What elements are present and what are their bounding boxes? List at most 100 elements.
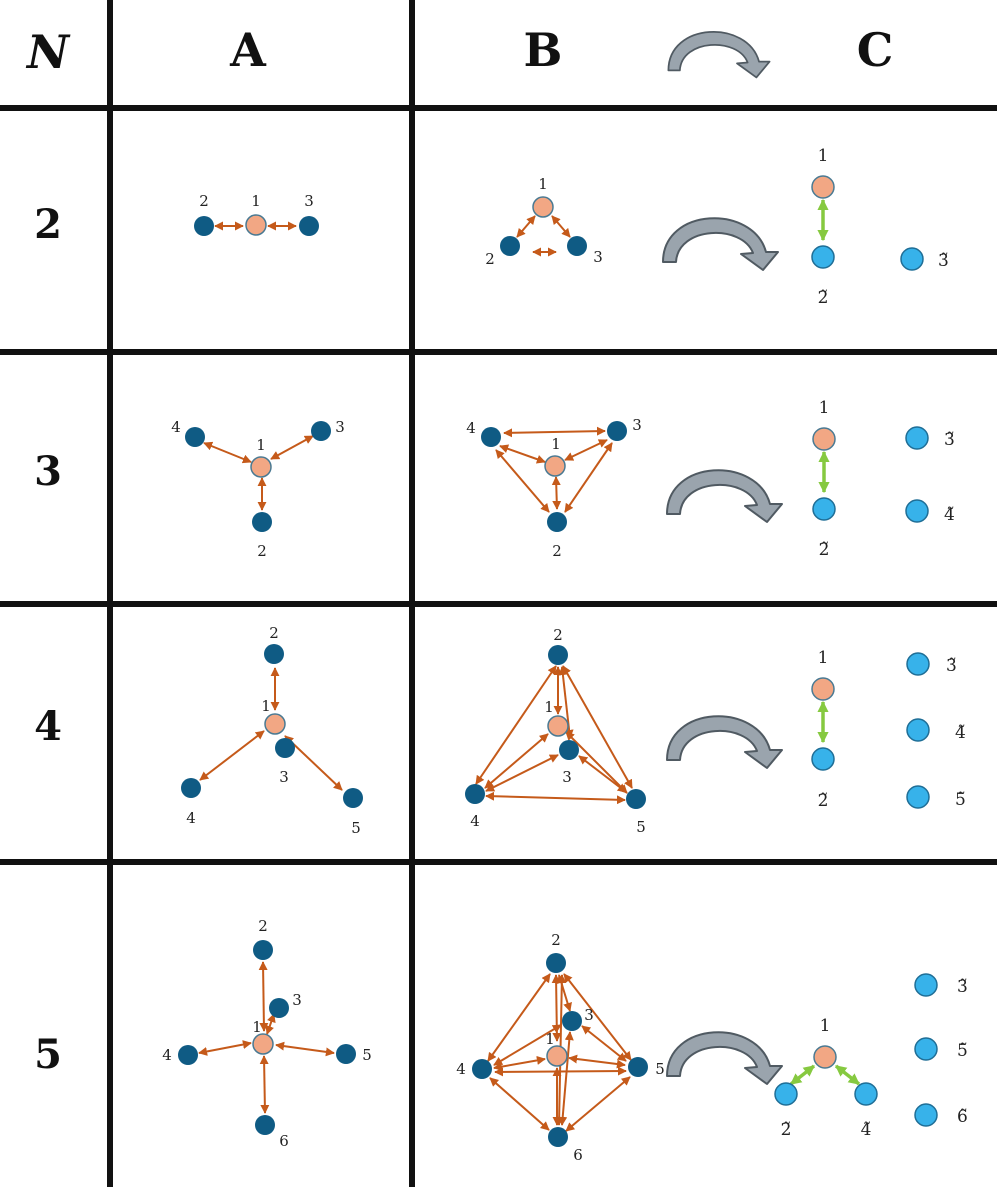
edge bbox=[493, 1055, 546, 1072]
node-label: 5 bbox=[655, 1060, 665, 1078]
dark-node bbox=[269, 998, 289, 1018]
node-label: 2̃ bbox=[818, 791, 829, 811]
center-node bbox=[544, 455, 566, 477]
row-n2: 2 1 3 1 2 3 1 2̃ 3̃ bbox=[194, 146, 949, 308]
node-label: 5̃ bbox=[957, 1041, 968, 1061]
dark-node bbox=[547, 512, 567, 532]
edge bbox=[564, 439, 608, 461]
light-node bbox=[914, 1103, 938, 1127]
node-label: 3 bbox=[279, 768, 289, 786]
node-label: 3 bbox=[562, 768, 572, 786]
row-n3-graph-b: 4 1 3 2 bbox=[466, 416, 642, 560]
dark-node bbox=[253, 940, 273, 960]
row-label-n2: 2 bbox=[34, 201, 62, 248]
node-label: 1 bbox=[551, 435, 561, 453]
curved-arrow-icon bbox=[662, 217, 779, 271]
row-n4: 2 1 3 4 5 2 1 3 4 5 bbox=[181, 624, 966, 837]
edge bbox=[485, 754, 559, 792]
curved-arrow-icon bbox=[666, 1031, 783, 1085]
header-n: N bbox=[25, 25, 71, 79]
node-label: 1 bbox=[251, 192, 261, 210]
node-label: 2̃ bbox=[819, 540, 830, 560]
curved-arrow-icon bbox=[667, 30, 771, 79]
edge bbox=[475, 665, 557, 785]
curved-arrow-icon bbox=[666, 715, 783, 769]
row-labels: 2 3 4 5 bbox=[34, 201, 62, 1078]
node-label: 4 bbox=[162, 1046, 172, 1064]
dark-node bbox=[472, 1059, 492, 1079]
dark-node bbox=[185, 427, 205, 447]
row-n5-graph-a: 2 3 1 4 5 6 bbox=[162, 917, 372, 1150]
row-n4-graph-c: 1 2̃ 3̃ 4̃ 5̃ bbox=[811, 648, 966, 811]
node-label: 3 bbox=[335, 418, 345, 436]
header-row: N A B C bbox=[25, 23, 893, 79]
center-node bbox=[546, 1045, 568, 1067]
dark-node bbox=[607, 421, 627, 441]
edge bbox=[265, 1013, 276, 1035]
node-label: 3̃ bbox=[946, 656, 957, 676]
dark-node bbox=[626, 789, 646, 809]
light-node bbox=[914, 973, 938, 997]
edge bbox=[551, 476, 562, 510]
row-label-n4: 4 bbox=[34, 703, 62, 750]
green-edge bbox=[834, 1064, 861, 1086]
edge bbox=[259, 1055, 270, 1114]
edge bbox=[568, 1054, 626, 1069]
node-label: 3 bbox=[584, 1006, 594, 1024]
edge bbox=[565, 1076, 631, 1132]
row-n3-graph-c: 1 2̃ 3̃ 4̃ bbox=[812, 398, 955, 560]
row-n2-graph-a: 2 1 3 bbox=[194, 192, 319, 236]
dark-node bbox=[559, 740, 579, 760]
edge bbox=[499, 444, 546, 464]
node-label: 2 bbox=[485, 250, 495, 268]
edge bbox=[551, 215, 571, 238]
row-n5-graph-b: 2 3 1 4 5 6 bbox=[456, 931, 665, 1164]
edge bbox=[270, 435, 314, 460]
dark-node bbox=[465, 784, 485, 804]
dark-node bbox=[628, 1057, 648, 1077]
row-n5-graph-c: 1 2̃ 4̃ 3̃ 5̃ 6̃ bbox=[774, 973, 968, 1140]
center-node bbox=[812, 427, 836, 451]
node-label: 1 bbox=[261, 697, 271, 715]
edge bbox=[487, 973, 551, 1062]
header-col-b: B bbox=[524, 23, 563, 77]
edge bbox=[564, 442, 613, 513]
row-label-n3: 3 bbox=[34, 448, 62, 495]
light-node bbox=[811, 245, 835, 269]
node-label: 1 bbox=[544, 698, 554, 716]
light-node bbox=[774, 1082, 798, 1106]
node-label: 2 bbox=[553, 626, 563, 644]
node-label: 4 bbox=[466, 419, 476, 437]
dark-node bbox=[481, 427, 501, 447]
edge bbox=[503, 426, 606, 438]
dark-node bbox=[546, 953, 566, 973]
node-label: 4̃ bbox=[944, 505, 955, 525]
dark-node bbox=[252, 512, 272, 532]
node-label: 4 bbox=[456, 1060, 466, 1078]
light-node bbox=[905, 426, 929, 450]
light-node bbox=[854, 1082, 878, 1106]
center-node bbox=[245, 214, 267, 236]
center-node bbox=[811, 175, 835, 199]
edge bbox=[494, 1066, 627, 1077]
edge bbox=[198, 1040, 252, 1056]
row-n3: 4 1 3 2 4 1 3 2 bbox=[171, 398, 955, 560]
edge bbox=[551, 974, 562, 1042]
dark-node bbox=[178, 1045, 198, 1065]
center-node bbox=[813, 1045, 837, 1069]
node-label: 5 bbox=[362, 1046, 372, 1064]
light-node bbox=[811, 747, 835, 771]
edge bbox=[484, 733, 549, 789]
dark-node bbox=[275, 738, 295, 758]
node-label: 1 bbox=[252, 1018, 262, 1036]
light-node bbox=[906, 785, 930, 809]
node-label: 4̃ bbox=[861, 1120, 872, 1140]
curved-arrow-icon bbox=[666, 469, 783, 523]
edge bbox=[489, 1077, 550, 1131]
light-node bbox=[900, 247, 924, 271]
header-col-a: A bbox=[229, 23, 267, 77]
row-n5: 2 3 1 4 5 6 bbox=[162, 917, 968, 1164]
dark-node bbox=[311, 421, 331, 441]
